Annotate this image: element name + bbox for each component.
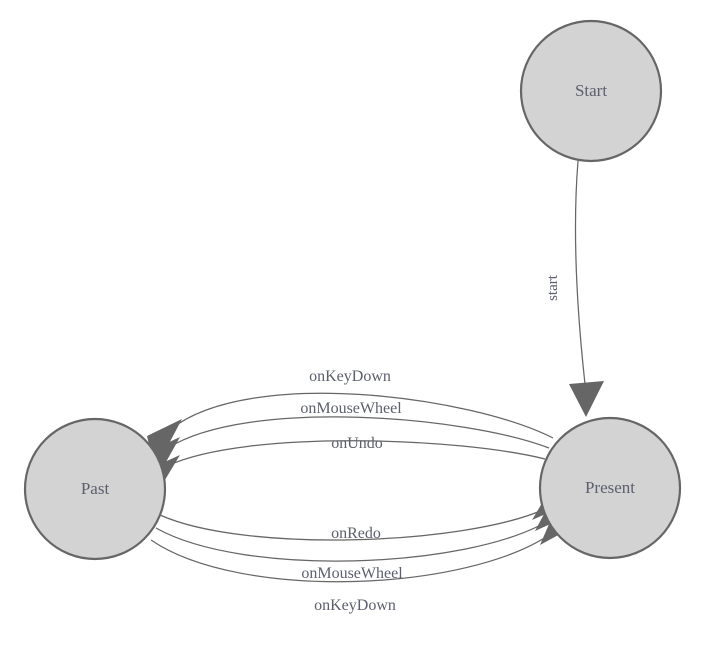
edge-past-present-2-label: onMouseWheel <box>301 565 403 582</box>
edge-past-present-3-label: onKeyDown <box>314 597 396 614</box>
edge-past-present-1-label: onRedo <box>331 525 381 542</box>
node-present-circle <box>538 416 682 560</box>
node-start-label: Start <box>575 81 607 100</box>
node-present-label: Present <box>585 478 635 497</box>
node-start[interactable]: Start <box>519 19 663 163</box>
edge-present-past-1-path <box>170 392 554 439</box>
edge-past-present-1-path <box>159 508 546 541</box>
node-start-circle <box>519 19 663 163</box>
edge-present-past-1-label: onKeyDown <box>309 368 391 385</box>
edge-present-past-3-path <box>166 440 546 467</box>
edge-start-present-path <box>574 160 586 385</box>
edge-past-present-onkeydown[interactable]: onKeyDown <box>150 494 573 614</box>
node-past-label: Past <box>81 479 110 498</box>
edge-past-present-3-path <box>150 532 553 583</box>
edge-start-present-arrowhead <box>569 381 604 417</box>
node-past-circle <box>23 417 167 561</box>
edge-present-past-3-label: onUndo <box>331 435 383 452</box>
edge-present-past-2-label: onMouseWheel <box>300 400 402 417</box>
node-present[interactable]: Present <box>538 416 682 560</box>
edge-present-past-onkeydown[interactable]: onKeyDown <box>147 368 554 470</box>
edge-past-present-onredo[interactable]: onRedo <box>159 471 566 542</box>
edge-present-past-2-path <box>167 416 550 449</box>
edge-past-present-2-path <box>155 520 549 562</box>
node-past[interactable]: Past <box>23 417 167 561</box>
edge-present-past-onundo[interactable]: onUndo <box>147 435 546 503</box>
edge-start-present-label: start <box>545 274 561 301</box>
edge-start-present[interactable]: start <box>545 160 604 417</box>
